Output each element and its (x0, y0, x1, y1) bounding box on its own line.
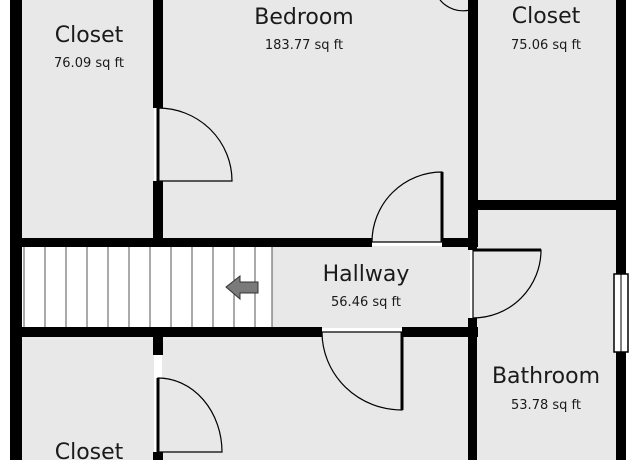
wall-above-hallway-right (442, 238, 478, 247)
wall-closet-bedroom-bottom-a (153, 337, 163, 355)
wall-outer-left (10, 0, 22, 460)
wall-below-hallway-right (402, 327, 478, 337)
wall-closet-bedroom-top (153, 0, 163, 108)
wall-below-hallway-left (22, 327, 322, 337)
stairs (23, 245, 273, 329)
room-name-hallway: Hallway (323, 262, 410, 287)
room-area-bathroom: 53.78 sq ft (511, 398, 581, 413)
door-bedroom-top (439, 0, 471, 12)
room-area-closet-top-left: 76.09 sq ft (54, 56, 124, 71)
room-floors (18, 0, 618, 460)
door-closet-bottom (157, 377, 223, 453)
wall-hallway-bathroom-upper (468, 238, 477, 250)
bathroom-floor (476, 209, 618, 460)
wall-closet-right-bottom (476, 200, 618, 210)
closet-top-right-floor (476, 0, 618, 201)
door-hallway-bathroom (472, 249, 542, 319)
walls (10, 0, 626, 460)
wall-outer-right-upper (616, 0, 626, 274)
room-name-bathroom: Bathroom (492, 364, 600, 389)
room-area-hallway: 56.46 sq ft (331, 295, 401, 310)
room-name-bedroom: Bedroom (254, 5, 354, 30)
room-name-closet-top-left: Closet (55, 23, 124, 48)
door-hallway-bottom (321, 331, 403, 411)
window (613, 273, 629, 353)
room-labels: Closet 76.09 sq ft Bedroom 183.77 sq ft … (54, 4, 600, 460)
wall-closet-bedroom-bottom-b (153, 452, 163, 460)
doors (156, 0, 542, 453)
closet-top-left-floor (18, 0, 154, 240)
hallway-floor (272, 246, 470, 328)
room-name-closet-bottom-left: Closet (55, 440, 124, 460)
stair-direction-arrow-icon (225, 274, 259, 301)
wall-bedroom-closet-right (468, 0, 478, 246)
room-area-closet-top-right: 75.06 sq ft (511, 38, 581, 53)
wall-above-hallway-left (22, 238, 372, 247)
wall-outer-right-lower (616, 352, 626, 460)
wall-hallway-bathroom-lower (468, 318, 477, 460)
door-hallway-bedroom (371, 171, 443, 243)
room-name-closet-top-right: Closet (512, 4, 581, 29)
wall-closet-bedroom-mid (153, 181, 163, 246)
closet-bottom-left-floor (18, 336, 154, 460)
door-closet-bedroom (157, 107, 233, 182)
room-area-bedroom: 183.77 sq ft (265, 38, 343, 53)
